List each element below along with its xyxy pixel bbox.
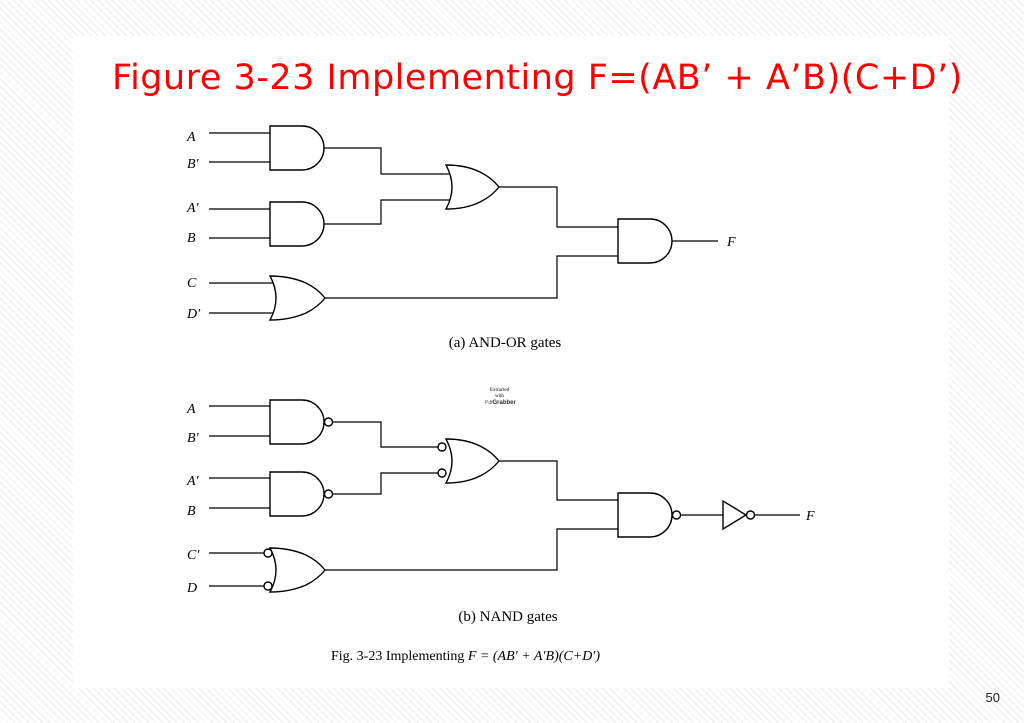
slide-title: Figure 3-23 Implementing F=(AB’ + A’B)(C… bbox=[112, 58, 963, 98]
inversion-bubble bbox=[323, 417, 334, 427]
inversion-bubble bbox=[263, 581, 273, 591]
inverter-gate bbox=[722, 499, 748, 531]
and-gate-1 bbox=[269, 125, 325, 171]
output-label: F bbox=[726, 235, 736, 250]
output-label: F bbox=[805, 509, 815, 524]
nand-gate-2 bbox=[269, 471, 325, 517]
figure-caption: Fig. 3-23 Implementing F = (AB′ + A′B)(C… bbox=[331, 649, 600, 664]
inversion-bubble bbox=[323, 489, 334, 499]
watermark-brand: PdfGrabber bbox=[485, 400, 517, 406]
watermark-line1: Extracted bbox=[490, 388, 510, 393]
slide-number: 50 bbox=[985, 690, 1000, 705]
inversion-bubble bbox=[437, 442, 447, 452]
or-gate-inverted-inputs-main bbox=[444, 438, 500, 484]
input-label: D′ bbox=[186, 307, 201, 322]
input-label: A′ bbox=[186, 474, 200, 489]
input-label: A bbox=[186, 130, 196, 145]
input-label: B′ bbox=[187, 431, 200, 446]
and-gate-output bbox=[617, 218, 673, 264]
caption-b: (b) NAND gates bbox=[458, 609, 557, 625]
inversion-bubble bbox=[671, 510, 682, 520]
figure-caption-formula: F = (AB′ + A′B)(C+D′) bbox=[467, 649, 600, 664]
input-label: B bbox=[187, 504, 196, 519]
diagram-a: A B′ A′ B C D′ F (a) AND-OR gates bbox=[186, 125, 736, 351]
wires-b bbox=[209, 405, 800, 587]
input-label: B bbox=[187, 231, 196, 246]
input-label: B′ bbox=[187, 157, 200, 172]
input-label: A′ bbox=[186, 201, 200, 216]
nand-gate-output bbox=[617, 492, 673, 538]
diagram-b: A B′ A′ B C′ D F bbox=[186, 399, 815, 625]
or-gate-main bbox=[444, 164, 500, 210]
inversion-bubble bbox=[745, 510, 756, 520]
or-gate-inverted-inputs-cd bbox=[268, 547, 326, 593]
inversion-bubble bbox=[263, 548, 273, 558]
input-label: D bbox=[186, 581, 197, 596]
input-labels-a: A B′ A′ B C D′ bbox=[186, 130, 201, 322]
pdfgrabber-watermark: Extracted with PdfGrabber bbox=[485, 388, 517, 406]
or-gate-cd bbox=[268, 275, 326, 321]
caption-a: (a) AND-OR gates bbox=[449, 335, 562, 351]
watermark-line2: with bbox=[495, 394, 504, 399]
and-gate-2 bbox=[269, 201, 325, 247]
nand-gate-1 bbox=[269, 399, 325, 445]
input-label: C′ bbox=[187, 548, 200, 563]
wires-a bbox=[209, 132, 718, 314]
input-label: C bbox=[187, 276, 197, 291]
figure-caption-prefix: Fig. 3-23 Implementing bbox=[331, 649, 468, 664]
input-labels-b: A B′ A′ B C′ D bbox=[186, 402, 200, 596]
inversion-bubble bbox=[437, 468, 447, 478]
input-label: A bbox=[186, 402, 196, 417]
